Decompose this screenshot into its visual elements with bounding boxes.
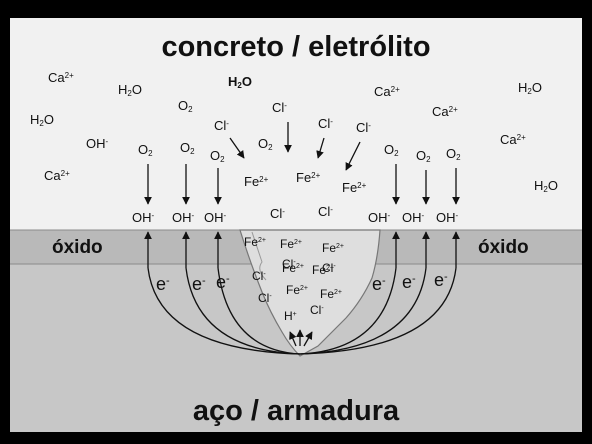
oxide-label-left: óxido (52, 237, 103, 258)
electron-flow-left-2 (217, 267, 301, 355)
chloride-1: Cl- (214, 118, 229, 133)
electron-flow-right-0 (299, 267, 397, 355)
proton: H+ (284, 309, 297, 323)
electron-4: e- (402, 272, 416, 292)
pit-chloride-1: Cl- (282, 257, 296, 271)
hydroxide-5: OH- (436, 210, 459, 225)
water-2: H2O (518, 80, 542, 96)
hydroxide-0: OH- (132, 210, 155, 225)
chloride-0: Cl- (272, 100, 287, 115)
pit-arrow-2 (303, 331, 313, 347)
water-1: H2O (30, 112, 54, 128)
oxygen-7: O2 (446, 146, 461, 162)
iron-ion-2: Fe2+ (342, 180, 367, 195)
water-bold: H2O (228, 74, 252, 90)
hydroxide-free: OH- (86, 136, 109, 151)
calcium-ion-1: Ca2+ (374, 84, 400, 99)
chloride-arrow-2 (316, 137, 325, 159)
electron-flow-right-1 (299, 267, 427, 355)
water-3: H2O (534, 178, 558, 194)
pit-iron-ion-6: Fe2+ (320, 287, 342, 301)
pit-chloride-2: Cl- (322, 261, 336, 275)
pit-iron-ion-4: Fe2+ (312, 263, 334, 277)
pit-iron-ion-3: Fe2+ (282, 261, 304, 275)
calcium-ion-4: Ca2+ (44, 168, 70, 183)
title-steel: aço / armadura (193, 395, 400, 427)
calcium-ion-2: Ca2+ (432, 104, 458, 119)
iron-ion-1: Fe2+ (296, 170, 321, 185)
electron-3: e- (372, 274, 386, 294)
water-0: H2O (118, 82, 142, 98)
electron-2: e- (216, 272, 230, 292)
calcium-ion-0: Ca2+ (48, 70, 74, 85)
oxygen-1: O2 (138, 142, 153, 158)
corrosion-pit (239, 229, 381, 357)
electrolyte-zone (10, 18, 582, 230)
pit-inner-edge (251, 231, 267, 281)
hydroxide-4: OH- (402, 210, 425, 225)
arrow-layer (144, 122, 460, 355)
pit-chloride-4: Cl- (310, 303, 324, 317)
hydroxide-2: OH- (204, 210, 227, 225)
electron-flow-left-1 (185, 267, 301, 355)
iron-ion-0: Fe2+ (244, 174, 269, 189)
electron-0: e- (156, 274, 170, 294)
species-layer: Ca2+ Ca2+ Ca2+ Ca2+ Ca2+ H2O H2O H2O H2O H2O OH- O2… (30, 70, 558, 323)
oxide-label-right: óxido (478, 237, 529, 258)
oxygen-6: O2 (416, 148, 431, 164)
pit-chloride-3: Cl- (258, 291, 272, 305)
chloride-5: Cl- (318, 204, 333, 219)
electron-1: e- (192, 274, 206, 294)
pit-iron-ion-1: Fe2+ (280, 237, 302, 251)
oxygen-5: O2 (384, 142, 399, 158)
hydroxide-1: OH- (172, 210, 195, 225)
hydroxide-3: OH- (368, 210, 391, 225)
oxygen-3: O2 (210, 148, 225, 164)
oxygen-0: O2 (178, 98, 193, 114)
pit-chloride-0: Cl- (252, 269, 266, 283)
chloride-arrow-3 (345, 141, 361, 171)
chloride-2: Cl- (318, 116, 333, 131)
title-electrolyte: concreto / eletrólito (161, 31, 430, 63)
chloride-3: Cl- (356, 120, 371, 135)
oxygen-4: O2 (258, 136, 273, 152)
pit-iron-ion-2: Fe2+ (322, 241, 344, 255)
calcium-ion-3: Ca2+ (500, 132, 526, 147)
chloride-4: Cl- (270, 206, 285, 221)
electron-5: e- (434, 270, 448, 290)
pit-iron-ion-5: Fe2+ (286, 283, 308, 297)
electron-flow-left-0 (147, 267, 301, 355)
electron-flow-right-2 (299, 267, 457, 355)
oxygen-2: O2 (180, 140, 195, 156)
chloride-arrow-0 (229, 137, 245, 159)
pit-iron-ion-0: Fe2+ (244, 235, 266, 249)
pit-arrow-0 (289, 331, 297, 347)
